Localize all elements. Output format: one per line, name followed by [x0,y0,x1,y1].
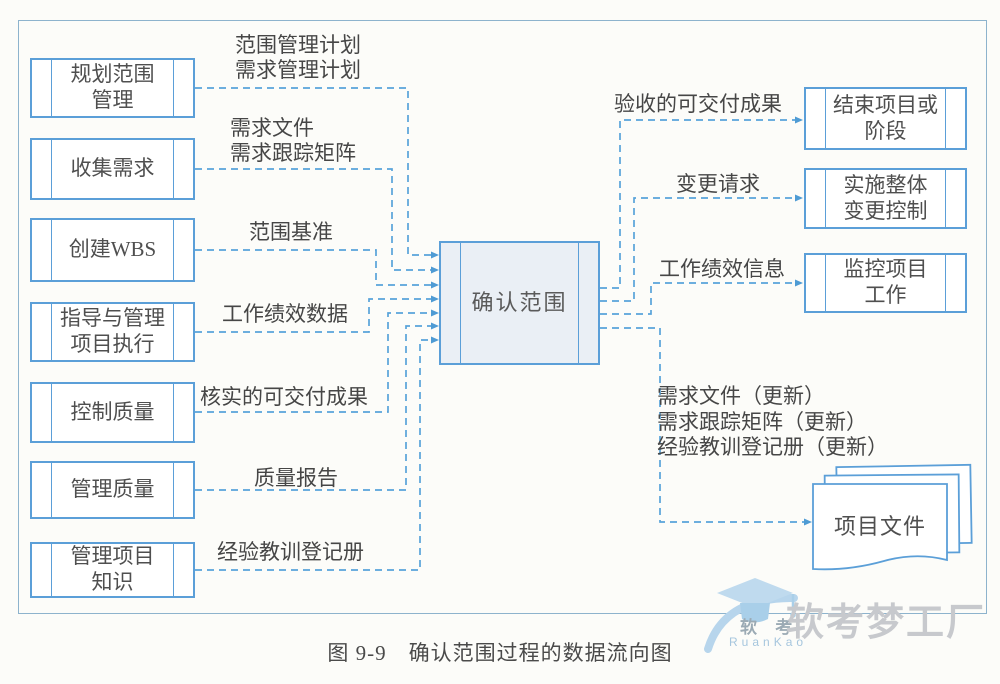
graduation-cap-base [740,603,770,623]
flow-label-scope-baseline: 范围基准 [249,220,333,244]
watermark-brand-cn-small: 软 考 [740,618,800,637]
flow-label-quality-report: 质量报告 [254,466,338,490]
process-box-validate-scope: 确认范围 [439,241,600,365]
document-stack-label: 项目文件 [833,514,926,539]
process-box-perform-integrated-change-control: 实施整体 变更控制 [804,168,967,229]
process-box-manage-quality: 管理质量 [30,461,195,519]
flow-label-work-performance-info: 工作绩效信息 [659,257,785,281]
flow-label-work-performance-data: 工作绩效数据 [222,302,348,326]
process-box-create-wbs: 创建WBS [30,218,195,282]
flow-label-accepted-deliverables: 验收的可交付成果 [614,92,782,116]
graduation-cap-tassel-end [790,612,796,618]
flow-label-document-updates: 需求文件（更新） 需求跟踪矩阵（更新） 经验教训登记册（更新） [657,384,888,460]
connector-project-documents [600,327,812,526]
process-box-control-quality: 控制质量 [30,382,195,443]
graduation-cap-icon [717,578,793,608]
connector-scope-baseline [195,249,439,289]
diagram-border [18,20,987,614]
flow-label-verified-deliverables: 核实的可交付成果 [200,385,368,409]
connector-work-performance-data [195,295,439,333]
connector-change-requests [600,194,803,302]
watermark-logo [704,578,798,653]
process-box-monitor-control-project-work: 监控项目 工作 [804,253,967,313]
connector-lessons-register [195,336,439,571]
figure-caption: 图 9-9 确认范围过程的数据流向图 [327,641,673,665]
process-box-manage-project-knowledge: 管理项目 知识 [30,542,195,598]
document-stack [812,463,973,571]
flow-label-lessons-register: 经验教训登记册 [217,540,364,564]
connector-quality-report [195,322,439,491]
process-box-collect-requirements: 收集需求 [30,138,195,200]
flow-label-change-requests: 变更请求 [676,172,760,196]
process-box-plan-scope-management: 规划范围 管理 [30,58,195,118]
watermark-swoosh [704,593,798,653]
flow-label-scope-management-plan: 范围管理计划 需求管理计划 [235,33,361,83]
process-box-direct-manage-project-work: 指导与管理 项目执行 [30,302,195,362]
connector-accepted-deliverables [600,116,803,289]
connector-verified-deliverables [195,309,439,413]
process-box-close-project-or-phase: 结束项目或 阶段 [804,87,967,150]
connector-work-performance-info [600,279,803,315]
flow-label-requirements-docs: 需求文件 需求跟踪矩阵 [230,116,356,166]
watermark-brand-cn-large: 软考梦工厂 [786,602,987,644]
document-page-front [812,483,948,571]
watermark-brand-en: RuanKao [729,635,808,649]
connector-requirements-docs [195,168,439,274]
